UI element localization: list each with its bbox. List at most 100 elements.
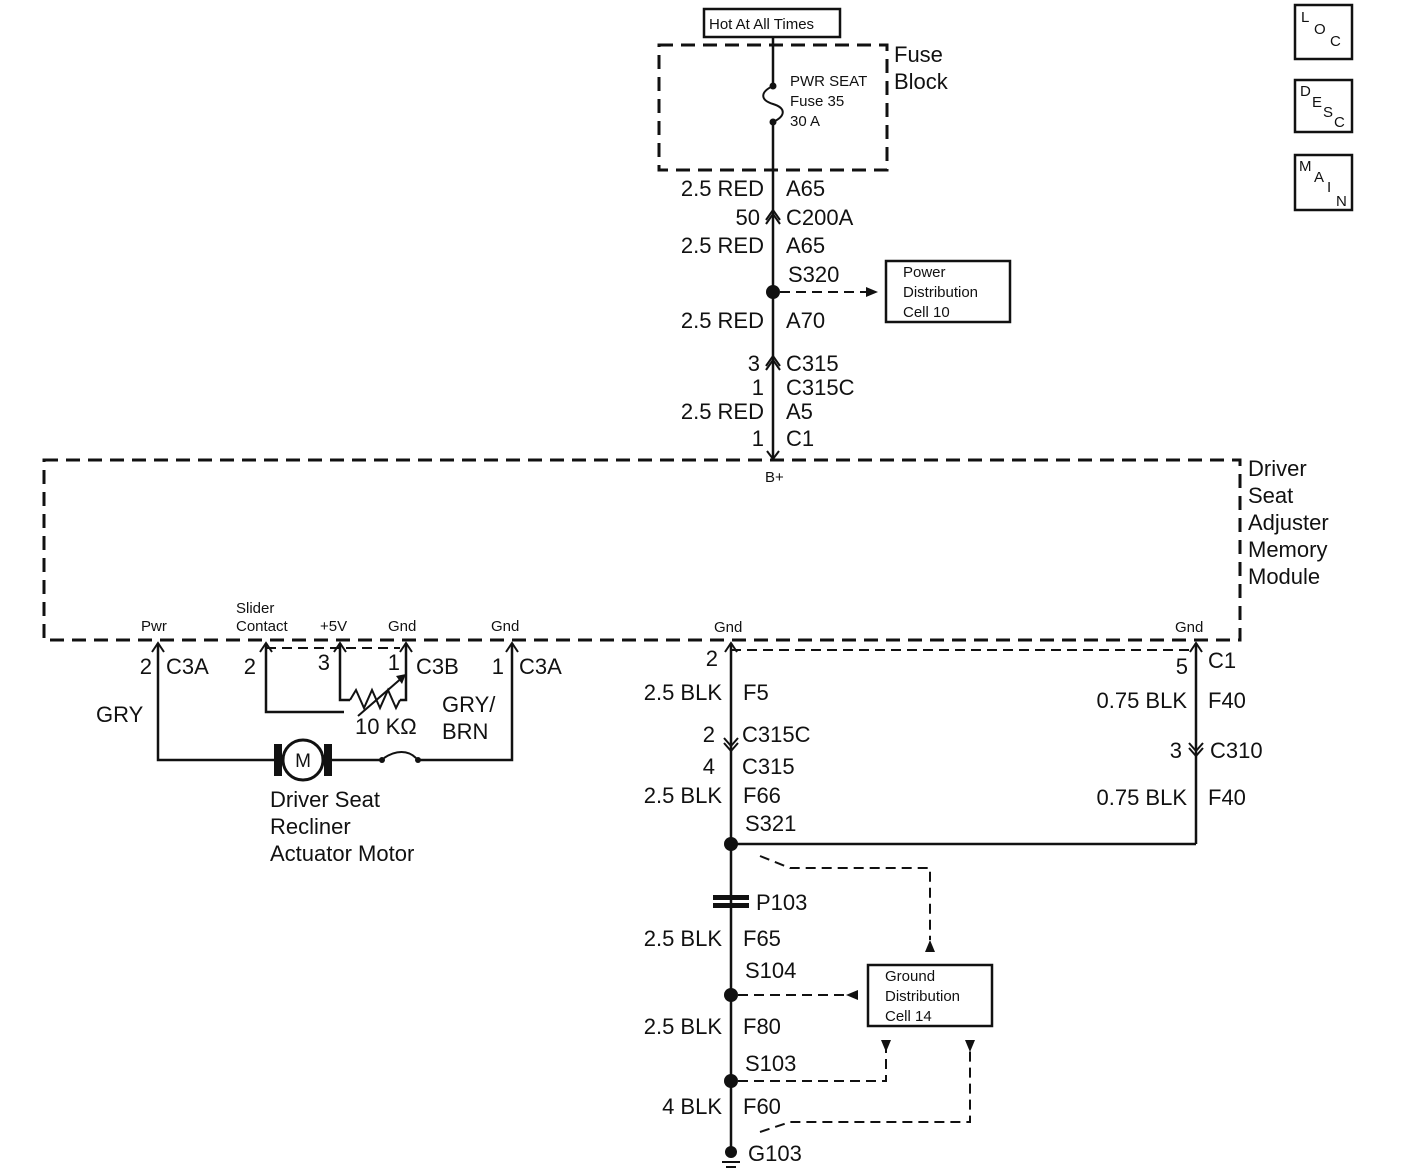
- fuse-label-3: 30 A: [790, 113, 820, 130]
- splice-s320-dot: [766, 285, 780, 299]
- main-letter-4: N: [1336, 193, 1347, 210]
- power-distribution-box[interactable]: [884, 259, 1012, 324]
- power-ref-label-1: Power: [903, 264, 946, 281]
- ground-c315c-label: C315C: [742, 722, 811, 747]
- module-name-2: Seat: [1248, 483, 1293, 508]
- main-ground-pin: 2: [706, 646, 718, 671]
- ground-wire-5-circuit: F60: [743, 1094, 781, 1119]
- ground-ref-label-2: Distribution: [885, 988, 960, 1005]
- module-name-3: Adjuster: [1248, 510, 1329, 535]
- connector-c315c-pin: 1: [752, 375, 764, 400]
- ground-ref-label-3: Cell 14: [885, 1008, 932, 1025]
- fuse-label-1: PWR SEAT: [790, 73, 867, 90]
- motor-label-1: Driver Seat: [270, 787, 380, 812]
- feed-wire-4-circuit: A5: [786, 399, 813, 424]
- loc-button[interactable]: L O C: [1293, 3, 1354, 61]
- wire-grybrn-label-2: BRN: [442, 719, 488, 744]
- breaker-terminal-right: [415, 757, 421, 763]
- wire-gry-label: GRY: [96, 702, 144, 727]
- splice-s321-label: S321: [745, 811, 796, 836]
- s103-ref-arrow: [881, 1040, 891, 1052]
- circuit-breaker-symbol: [383, 751, 417, 759]
- connector-c1-label: C1: [786, 426, 814, 451]
- connector-c315c-label: C315C: [786, 375, 855, 400]
- desc-letter-4: C: [1334, 114, 1345, 131]
- ground-distribution-box[interactable]: [866, 963, 994, 1028]
- ground-c315-pin: 4: [703, 754, 715, 779]
- motor-label-3: Actuator Motor: [270, 841, 414, 866]
- resistor-symbol[interactable]: [349, 687, 401, 711]
- loc-letter-3: C: [1330, 33, 1341, 50]
- ground-ref-label-1: Ground: [885, 968, 935, 985]
- ground-c315-label: C315: [742, 754, 795, 779]
- bplus-label: B+: [765, 469, 784, 486]
- connector-c310-symbol: [1188, 742, 1204, 758]
- right-ground-pin: 5: [1176, 654, 1188, 679]
- motor-symbol[interactable]: [281, 738, 325, 782]
- gnd-c3a-pin-arrow: [505, 641, 519, 653]
- g103-dashed-line: [759, 1048, 971, 1133]
- power-ref-label-2: Distribution: [903, 284, 978, 301]
- motor-brush-left: [274, 744, 282, 776]
- desc-letter-1: D: [1300, 83, 1311, 100]
- module-name-5: Module: [1248, 564, 1320, 589]
- main-button[interactable]: M A I N: [1293, 153, 1354, 212]
- right-ground-connector: C1: [1208, 648, 1236, 673]
- pin-label-pwr: Pwr: [141, 618, 167, 635]
- gnd-c3b-pin-number: 1: [388, 650, 400, 675]
- ground-wire-2-size: 2.5 BLK: [644, 783, 723, 808]
- 5v-pin-arrow: [333, 641, 347, 653]
- right-ground-pin-arrow: [1189, 641, 1203, 653]
- right-wire-1-size: 0.75 BLK: [1096, 688, 1187, 713]
- feed-wire-1-size: 2.5 RED: [681, 176, 764, 201]
- ground-c315c-pin: 2: [703, 722, 715, 747]
- ground-wire-3-size: 2.5 BLK: [644, 926, 723, 951]
- memory-module-outline: [42, 458, 1242, 642]
- connector-c200a-pin: 50: [736, 205, 760, 230]
- breaker-terminal-left: [379, 757, 385, 763]
- ground-wire-2-circuit: F66: [743, 783, 781, 808]
- ground-wire-4-circuit: F80: [743, 1014, 781, 1039]
- connector-c315-label: C315: [786, 351, 839, 376]
- ground-wire-3-circuit: F65: [743, 926, 781, 951]
- connector-c200a-symbol: [765, 208, 781, 225]
- 5v-pin-number: 3: [318, 650, 330, 675]
- connector-c1-pin: 1: [752, 426, 764, 451]
- ground-wire-1-circuit: F5: [743, 680, 769, 705]
- fuse-block-label-1: Fuse: [894, 42, 943, 67]
- connector-c200a-label: C200A: [786, 205, 854, 230]
- module-name-4: Memory: [1248, 537, 1327, 562]
- slider-wire: [264, 643, 344, 714]
- main-button-frame: [1293, 153, 1354, 212]
- module-name-1: Driver: [1248, 456, 1307, 481]
- desc-letter-2: E: [1312, 94, 1322, 111]
- ground-g103-dot: [725, 1146, 737, 1158]
- slider-pin-number: 2: [244, 654, 256, 679]
- motor-brush-right: [324, 744, 332, 776]
- fuse-block-label-2: Block: [894, 69, 949, 94]
- desc-letter-3: S: [1323, 104, 1333, 121]
- gnd-c3b-wire: [400, 643, 408, 702]
- s104-ref-arrow: [846, 990, 858, 1000]
- feed-wire-1-circuit: A65: [786, 176, 825, 201]
- resistor-wiper-head: [396, 674, 406, 684]
- motor-symbol-letter: M: [295, 751, 311, 772]
- loc-button-frame: [1293, 3, 1354, 61]
- g103-ref-arrow: [965, 1040, 975, 1052]
- ground-wire-5-size: 4 BLK: [662, 1094, 722, 1119]
- connector-c315-pin: 3: [748, 351, 760, 376]
- wire-grybrn-label-1: GRY/: [442, 692, 496, 717]
- connector-c315c-ground-symbol: [723, 737, 739, 753]
- main-letter-3: I: [1327, 179, 1331, 196]
- power-ref-label-3: Cell 10: [903, 304, 950, 321]
- loc-letter-2: O: [1314, 21, 1326, 38]
- feed-wire-3-size: 2.5 RED: [681, 308, 764, 333]
- fuse-label-2: Fuse 35: [790, 93, 844, 110]
- gnd-c3a-pin-number: 1: [492, 654, 504, 679]
- right-wire-2-circuit: F40: [1208, 785, 1246, 810]
- stud-p103-bottom: [713, 903, 749, 908]
- ground-wire-4-size: 2.5 BLK: [644, 1014, 723, 1039]
- 5v-wire: [338, 643, 350, 702]
- desc-button[interactable]: D E S C: [1293, 78, 1354, 134]
- ground-wire-1-size: 2.5 BLK: [644, 680, 723, 705]
